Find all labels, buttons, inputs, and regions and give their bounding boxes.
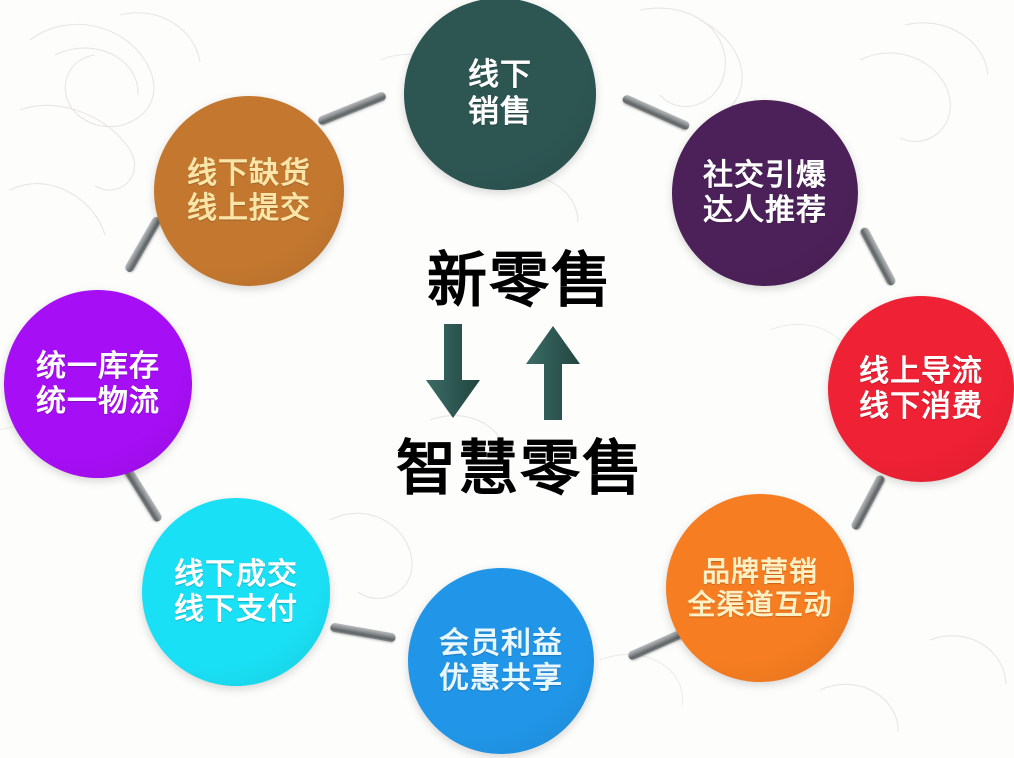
node-offline-out-of-stock-line1: 线下缺货: [187, 156, 311, 190]
connector-7: [122, 465, 164, 524]
node-member-benefits[interactable]: 会员利益 优惠共享: [408, 568, 594, 754]
node-social-ignite[interactable]: 社交引爆 达人推荐: [672, 100, 858, 286]
node-offline-sales-line2: 销售: [468, 94, 532, 129]
connector-3: [859, 226, 897, 287]
node-brand-marketing-line1: 品牌营销: [701, 555, 818, 587]
connector-1: [316, 90, 388, 127]
center-title-top: 新零售: [427, 246, 613, 316]
center-title-bottom: 智慧零售: [396, 434, 644, 504]
node-social-ignite-line2: 达人推荐: [703, 194, 827, 227]
node-offline-deal-pay[interactable]: 线下成交 线下支付: [142, 498, 330, 686]
connector-8: [123, 215, 163, 274]
node-unified-stock[interactable]: 统一库存 统一物流: [4, 290, 192, 478]
node-social-ignite-line1: 社交引爆: [703, 158, 827, 192]
node-offline-sales[interactable]: 线下 销售: [404, 0, 596, 190]
node-online-to-offline-line1: 线上导流: [859, 354, 983, 388]
node-brand-marketing[interactable]: 品牌营销 全渠道互动: [666, 494, 854, 682]
connector-4: [849, 473, 887, 532]
down-arrow-icon: [418, 324, 488, 425]
node-offline-out-of-stock-line2: 线上提交: [187, 192, 311, 225]
center-group: 新零售: [340, 232, 700, 522]
node-offline-deal-pay-line1: 线下成交: [174, 557, 298, 591]
connector-2: [621, 93, 691, 132]
node-online-to-offline-line2: 线下消费: [859, 390, 983, 423]
node-offline-out-of-stock[interactable]: 线下缺货 线上提交: [154, 96, 344, 286]
node-online-to-offline[interactable]: 线上导流 线下消费: [828, 296, 1014, 482]
node-member-benefits-line2: 优惠共享: [439, 662, 563, 695]
connector-6: [329, 622, 397, 643]
up-arrow-icon: [518, 324, 588, 425]
node-brand-marketing-line2: 全渠道互动: [687, 589, 833, 620]
node-unified-stock-line2: 统一物流: [36, 385, 160, 418]
node-offline-sales-line1: 线下: [468, 57, 532, 93]
node-unified-stock-line1: 统一库存: [36, 349, 160, 383]
node-member-benefits-line1: 会员利益: [439, 626, 563, 660]
node-offline-deal-pay-line2: 线下支付: [174, 593, 298, 626]
